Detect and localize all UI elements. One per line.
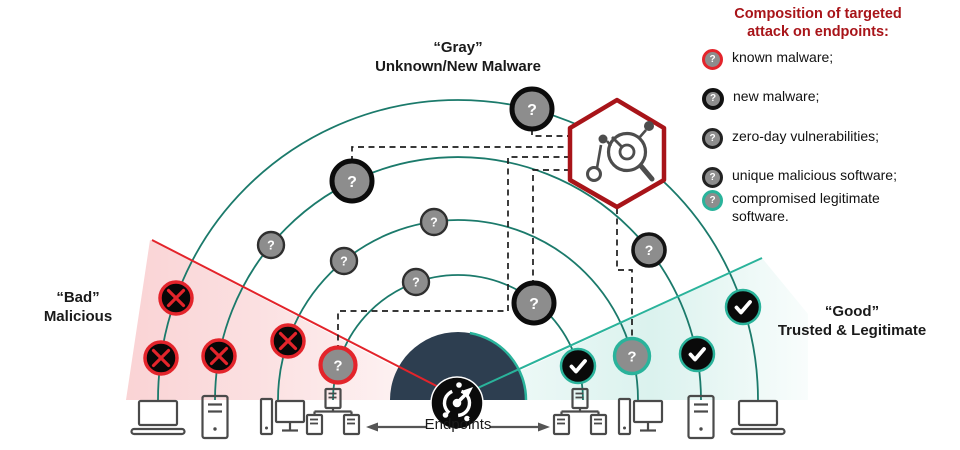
good-zone-label-line2: Trusted & Legitimate	[777, 322, 927, 339]
laptop-icon	[730, 399, 786, 436]
devices-layer	[130, 387, 786, 440]
zero-day-icon: ?	[631, 232, 667, 268]
legend-item: ? new malware;	[702, 88, 944, 110]
legend-item: ? unique malicious software;	[702, 167, 944, 188]
left-arrowhead-icon	[366, 422, 378, 432]
protection-arcs	[157, 99, 759, 401]
svg-text:?: ?	[347, 174, 357, 191]
svg-text:?: ?	[340, 255, 348, 269]
new-malware-icon: ?	[511, 280, 557, 326]
legend-item-label: unique malicious software;	[732, 167, 897, 183]
trusted-check-icon	[559, 347, 597, 385]
server-icon	[687, 394, 715, 440]
hexagon-shape	[567, 97, 667, 210]
question-circle-black: ?	[702, 128, 723, 149]
right-arrowhead-icon	[538, 422, 550, 432]
unknown-malware-icon: ?	[256, 230, 286, 260]
bad-zone-label-line1: “Bad”	[56, 289, 100, 306]
legend-item-label: known malware;	[732, 49, 834, 65]
unknown-malware-icon: ?	[329, 246, 359, 276]
dashed-connector	[337, 156, 570, 347]
dashed-connector	[616, 208, 633, 338]
known-malware-icon: ?	[318, 345, 358, 385]
bad-zone-boundary-line	[151, 239, 459, 398]
svg-text:?: ?	[430, 216, 438, 230]
malware-analysis-icon	[586, 121, 655, 182]
svg-text:?: ?	[627, 348, 636, 365]
nodes-layer: ??????????	[143, 86, 762, 385]
malicious-x-icon	[201, 338, 237, 374]
detection-core-semicircle	[390, 332, 526, 400]
laptop-icon	[130, 399, 186, 436]
question-circle-red: ?	[702, 49, 723, 70]
endpoint-protection-icon	[430, 376, 484, 430]
legend-title-line2: attack on endpoints:	[747, 24, 889, 40]
legend-item: ? known malware;	[702, 49, 944, 70]
desktop-icon	[617, 397, 664, 436]
bad-zone-label: “Bad” Malicious	[14, 288, 142, 326]
legend-item-label: compromised legitimate software.	[732, 190, 880, 224]
gray-zone-title-line2: Unknown/New Malware	[375, 58, 541, 75]
legend-item: ? compromised legitimate software.	[702, 190, 944, 225]
endpoints-arrows	[366, 422, 550, 432]
question-circle-teal: ?	[702, 190, 723, 211]
legend-item: ? zero-day vulnerabilities;	[702, 128, 944, 149]
question-circle-black: ?	[702, 88, 724, 110]
gray-zone-title-line1: “Gray”	[433, 39, 483, 56]
legend-list: ? known malware;? new malware;? zero-day vu…	[692, 49, 944, 225]
unknown-malware-icon: ?	[419, 207, 449, 237]
unknown-malware-icon: ?	[401, 267, 431, 297]
good-zone-label: “Good” Trusted & Legitimate	[760, 302, 944, 340]
dashed-connector	[532, 169, 570, 283]
arc-4	[157, 99, 759, 401]
bad-zone-label-line2: Malicious	[43, 308, 113, 325]
malicious-x-icon	[270, 323, 306, 359]
trusted-check-icon	[678, 335, 716, 373]
network-icon	[552, 387, 608, 436]
compromised-software-icon: ?	[612, 336, 652, 376]
svg-text:?: ?	[527, 102, 537, 119]
dashed-connector	[351, 146, 570, 162]
new-malware-icon: ?	[509, 86, 555, 132]
good-zone-boundary-line	[457, 257, 763, 398]
desktop-icon	[259, 397, 306, 436]
server-icon	[201, 394, 229, 440]
legend-item-label: zero-day vulnerabilities;	[732, 128, 880, 144]
network-icon	[305, 387, 361, 436]
endpoints-label: Endpoints	[424, 416, 492, 433]
good-zone-label-line1: “Good”	[824, 303, 880, 320]
gray-zone-title: “Gray” Unknown/New Malware	[308, 38, 608, 76]
malicious-x-icon	[158, 280, 194, 316]
svg-text:?: ?	[645, 242, 654, 258]
new-malware-icon: ?	[329, 158, 375, 204]
arc-1	[332, 274, 584, 401]
question-circle-black: ?	[702, 167, 723, 188]
good-zone-wedge	[458, 258, 808, 400]
malicious-x-icon	[143, 340, 179, 376]
attack-composition-legend: Composition of targeted attack on endpoi…	[692, 5, 944, 225]
legend-item-label: new malware;	[733, 88, 820, 104]
svg-text:?: ?	[333, 357, 342, 374]
trusted-check-icon	[724, 288, 762, 326]
malware-analysis-hexagon	[567, 97, 667, 210]
svg-text:?: ?	[267, 239, 275, 253]
svg-text:?: ?	[529, 296, 539, 313]
legend-title-line1: Composition of targeted	[734, 6, 902, 22]
svg-text:?: ?	[412, 276, 420, 290]
arc-2	[277, 219, 639, 401]
detection-core-teal-edge	[469, 331, 528, 401]
legend-title: Composition of targeted attack on endpoi…	[692, 5, 944, 41]
